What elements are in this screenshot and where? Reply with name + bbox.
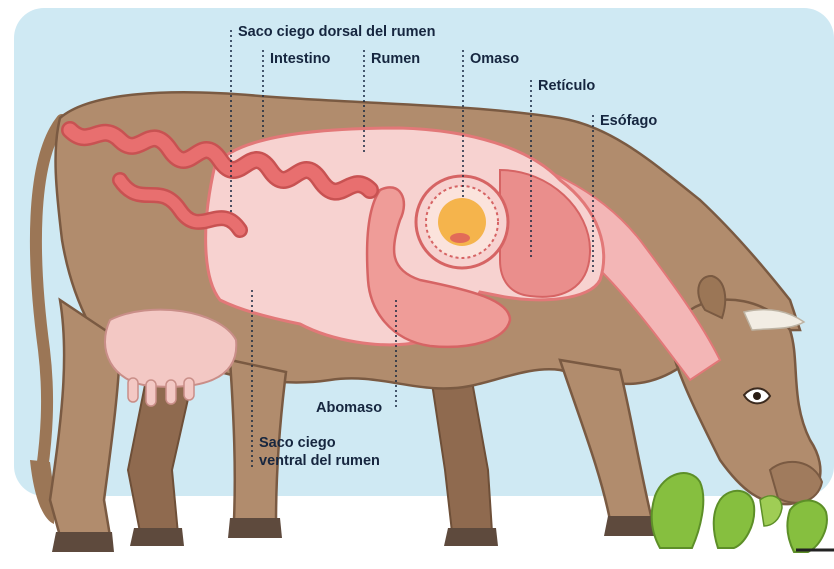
label-rumen: Rumen: [371, 51, 420, 68]
omasum-spot: [450, 233, 470, 243]
label-saco-ciego-ventral-line1: Saco ciego: [259, 435, 336, 452]
label-saco-ciego-dorsal: Saco ciego dorsal del rumen: [238, 24, 435, 41]
label-saco-ciego-ventral-line2: ventral del rumen: [259, 453, 380, 470]
label-esofago: Esófago: [600, 113, 657, 130]
pupil: [753, 392, 761, 400]
label-reticulo: Retículo: [538, 78, 595, 95]
label-intestino: Intestino: [270, 51, 330, 68]
far-hooves: [130, 528, 498, 546]
label-abomaso: Abomaso: [316, 400, 382, 417]
label-omaso: Omaso: [470, 51, 519, 68]
